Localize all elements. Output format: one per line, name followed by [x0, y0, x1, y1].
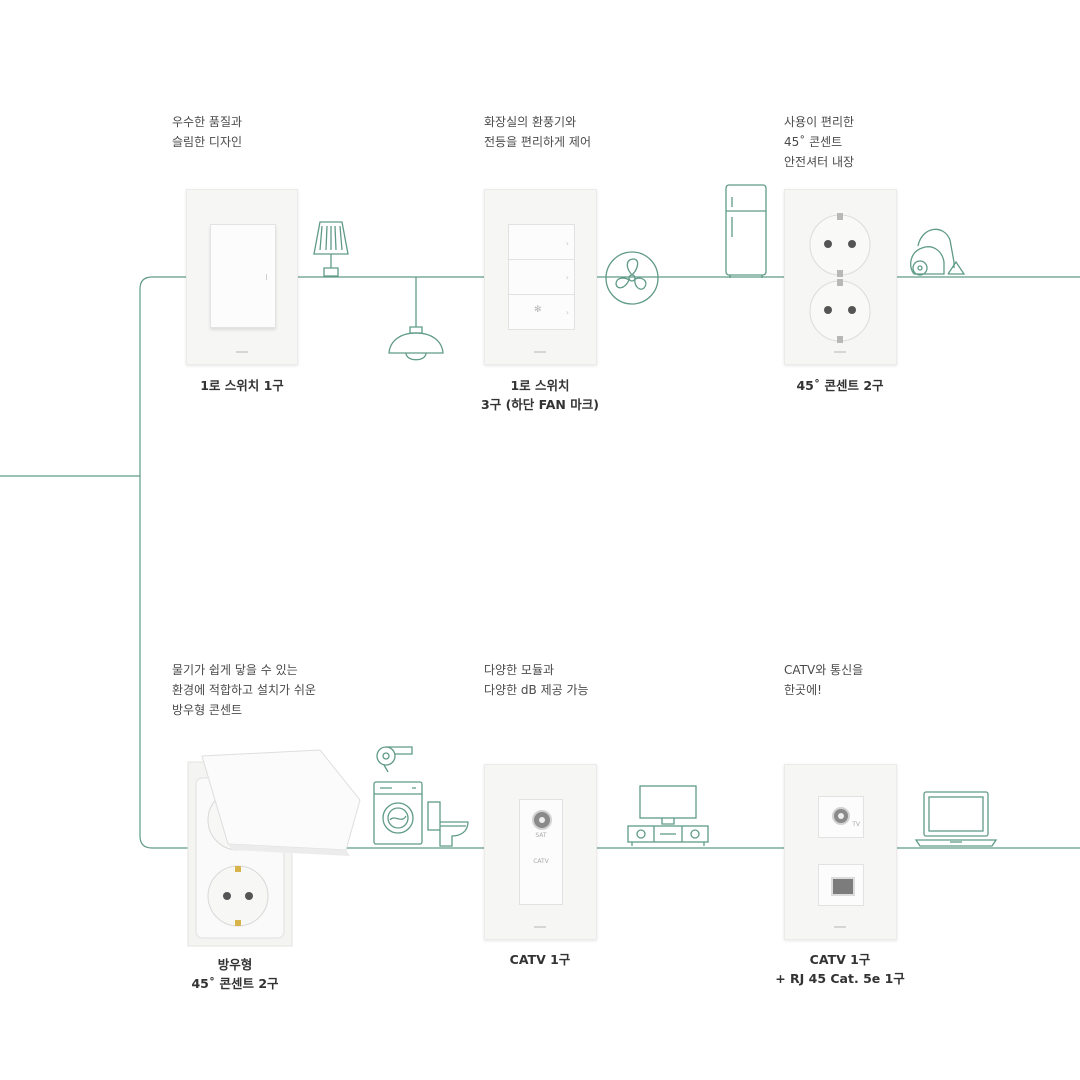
waterproof-outlet-image — [180, 748, 366, 950]
description-catv: 다양한 모듈과 다양한 dB 제공 가능 — [484, 660, 589, 700]
fan-mark-icon: ✻ — [534, 305, 542, 315]
washing-machine-icon — [372, 780, 424, 848]
description-line: 45˚ 콘센트 — [784, 135, 843, 149]
brand-mark — [236, 351, 248, 353]
description-line: 방우형 콘센트 — [172, 703, 243, 717]
socket-upper — [809, 213, 871, 277]
description-line: 한곳에! — [784, 683, 822, 697]
tv-stand-icon — [626, 784, 710, 848]
catv-module: SAT CATV — [519, 799, 563, 905]
switch-1-gang-plate — [186, 189, 298, 365]
outlet-45-plate — [784, 189, 897, 365]
description-line: CATV와 통신을 — [784, 663, 864, 677]
coax-connector-icon — [532, 810, 552, 830]
caption-switch-1: 1로 스위치 1구 — [186, 376, 298, 395]
caption-line: 3구 (하단 FAN 마크) — [481, 397, 599, 412]
description-line: 슬림한 디자인 — [172, 135, 243, 149]
socket-lower — [809, 279, 871, 343]
caption-switch-3: 1로 스위치 3구 (하단 FAN 마크) — [440, 376, 640, 414]
description-outlet-45: 사용이 편리한 45˚ 콘센트 안전셔터 내장 — [784, 112, 854, 172]
description-line: 사용이 편리한 — [784, 115, 855, 129]
caption-line: 45˚ 콘센트 2구 — [191, 976, 279, 991]
caption-line: 45˚ 콘센트 2구 — [796, 378, 884, 393]
refrigerator-icon — [724, 183, 768, 279]
toilet-icon — [426, 800, 472, 848]
description-line: 물기가 쉽게 닿을 수 있는 — [172, 663, 298, 677]
vacuum-cleaner-icon — [904, 222, 970, 280]
description-line: 우수한 품질과 — [172, 115, 243, 129]
caption-line: 1로 스위치 1구 — [200, 378, 284, 393]
description-switch-3: 화장실의 환풍기와 전등을 편리하게 제어 — [484, 112, 591, 152]
caption-line: 방우형 — [217, 957, 253, 972]
switch-3-gang-plate: › › › ✻ — [484, 189, 597, 365]
catv-plate: SAT CATV — [484, 764, 597, 940]
description-line: 안전셔터 내장 — [784, 155, 855, 169]
caption-outlet-45: 45˚ 콘센트 2구 — [734, 376, 946, 395]
description-line: 전등을 편리하게 제어 — [484, 135, 591, 149]
description-waterproof-outlet: 물기가 쉽게 닿을 수 있는 환경에 적합하고 설치가 쉬운 방우형 콘센트 — [172, 660, 316, 720]
ventilation-fan-icon — [603, 249, 661, 307]
hair-dryer-icon — [374, 744, 416, 774]
description-line: 다양한 모듈과 — [484, 663, 555, 677]
catv-label: CATV — [533, 858, 549, 865]
laptop-icon — [914, 790, 998, 848]
coax-connector-icon — [832, 807, 850, 825]
description-line: 화장실의 환풍기와 — [484, 115, 577, 129]
caption-line: CATV 1구 — [509, 952, 571, 967]
description-switch-1: 우수한 품질과 슬림한 디자인 — [172, 112, 242, 152]
catv-rj45-plate: TV — [784, 764, 897, 940]
description-line: 환경에 적합하고 설치가 쉬운 — [172, 683, 316, 697]
tv-label: TV — [852, 821, 860, 828]
rj45-port-icon — [831, 877, 855, 896]
caption-waterproof-outlet: 방우형 45˚ 콘센트 2구 — [160, 955, 310, 993]
caption-line: CATV 1구 — [809, 952, 871, 967]
description-line: 다양한 dB 제공 가능 — [484, 683, 589, 697]
caption-line: 1로 스위치 — [510, 378, 570, 393]
caption-line: + RJ 45 Cat. 5e 1구 — [775, 971, 905, 986]
caption-catv-rj45: CATV 1구 + RJ 45 Cat. 5e 1구 — [740, 950, 940, 988]
catv-module: TV — [818, 796, 864, 838]
rj45-module — [818, 864, 864, 906]
pendant-lamp-icon — [384, 275, 448, 369]
table-lamp-icon — [310, 218, 352, 278]
rocker-button — [210, 224, 276, 328]
description-catv-rj45: CATV와 통신을 한곳에! — [784, 660, 863, 700]
sat-label: SAT — [535, 832, 547, 839]
three-gang-rockers: › › › ✻ — [508, 224, 575, 330]
caption-catv: CATV 1구 — [440, 950, 640, 969]
